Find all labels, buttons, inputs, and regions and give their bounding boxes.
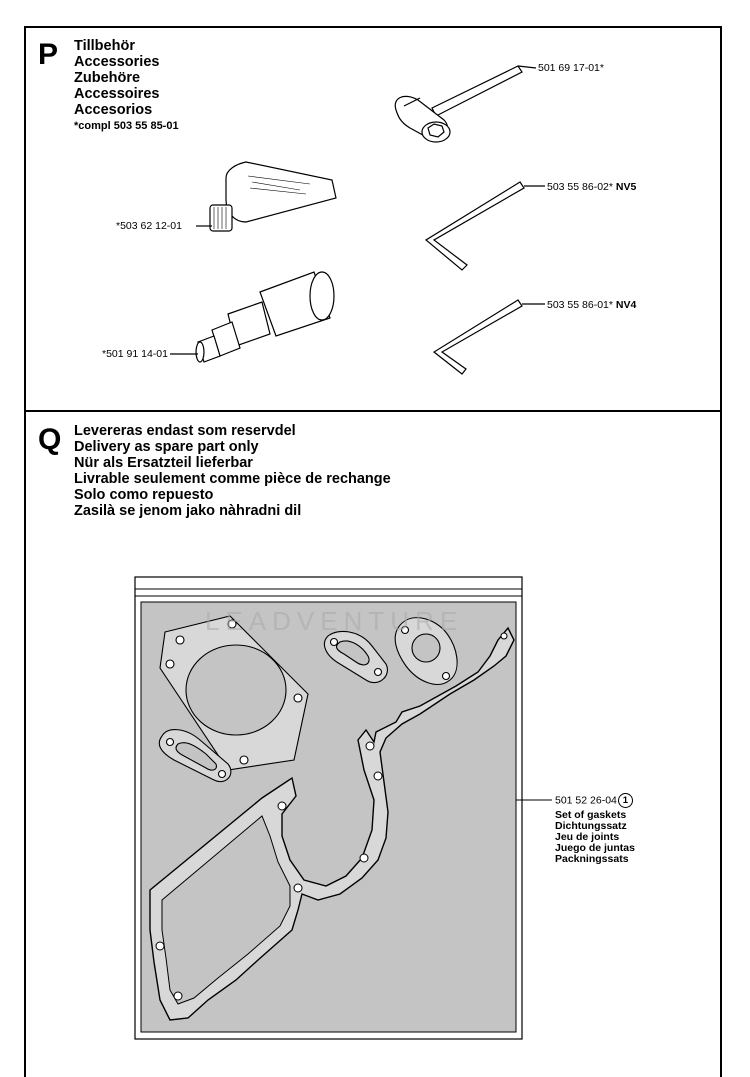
part-number: 503 55 86-01* [547, 299, 613, 311]
title-de: Nür als Ersatzteil lieferbar [74, 455, 253, 471]
kit-desc-fr: Jeu de joints [555, 831, 620, 843]
part-number: *501 91 14-01 [102, 348, 168, 360]
title-cs: Zasilà se jenom jako nàhradni dil [74, 503, 302, 519]
kit-desc-de: Dichtungssatz [555, 820, 627, 832]
part-number: 503 55 86-02* [547, 181, 613, 193]
compl-number: 503 55 85-01 [113, 120, 179, 132]
spare-part-heading: Levereras endast som reservdel Delivery … [74, 423, 391, 519]
grease-tube-icon [196, 161, 337, 232]
kit-desc-en: Set of gaskets [555, 809, 627, 821]
title-en: Delivery as spare part only [74, 439, 259, 455]
kit-desc-sv: Packningssats [555, 853, 629, 865]
part-label-hex-large[interactable]: 503 55 86-02* NV5 [547, 181, 636, 193]
cylinder-gasket-icon [159, 615, 309, 771]
kit-number: 501 52 26-04 [555, 794, 617, 807]
accessories-heading: Tillbehör Accessories Zubehöre Accessoir… [74, 38, 179, 134]
compl-line: *compl 503 55 85-01 [74, 118, 179, 134]
crankcase-gasket-icon [149, 626, 515, 1021]
part-number: *503 62 12-01 [116, 220, 182, 232]
part-label-wrench[interactable]: 501 69 17-01* [538, 62, 604, 74]
title-es: Accesorios [74, 102, 153, 118]
part-suffix: NV4 [615, 299, 637, 311]
title-fr: Livrable seulement comme pièce de rechan… [74, 471, 391, 487]
title-sv: Levereras endast som reservdel [74, 423, 296, 439]
title-de: Zubehöre [74, 70, 141, 86]
hex-key-large-icon [424, 181, 545, 271]
page-frame [24, 26, 722, 1077]
title-es: Solo como repuesto [74, 487, 214, 503]
kit-description-list: Set of gaskets Dichtungssatz Jeu de join… [555, 810, 635, 865]
kit-reference-badge: 1 [617, 793, 633, 808]
section-letter-q: Q [38, 423, 62, 456]
part-label-press-tool[interactable]: *501 91 14-01 [102, 348, 168, 360]
title-en: Accessories [74, 54, 160, 70]
section-letter-p: P [38, 38, 59, 71]
exhaust-gasket-icon [323, 630, 388, 684]
intake-gasket-icon [394, 617, 458, 685]
part-suffix: NV5 [615, 181, 637, 193]
title-sv: Tillbehör [74, 38, 135, 54]
part-label-hex-small[interactable]: 503 55 86-01* NV4 [547, 299, 636, 311]
spark-plug-wrench-icon [394, 65, 537, 143]
muffler-gasket-icon [158, 729, 232, 782]
compl-prefix: *compl [74, 120, 111, 132]
kit-desc-es: Juego de juntas [555, 842, 635, 854]
watermark-text: LEADVENTURE [205, 606, 464, 636]
hex-key-small-icon [432, 299, 545, 375]
section-divider [24, 410, 722, 412]
part-label-grease[interactable]: *503 62 12-01 [116, 220, 182, 232]
title-fr: Accessoires [74, 86, 160, 102]
part-number: 501 69 17-01* [538, 62, 604, 74]
bearing-press-tool-icon [170, 271, 335, 363]
